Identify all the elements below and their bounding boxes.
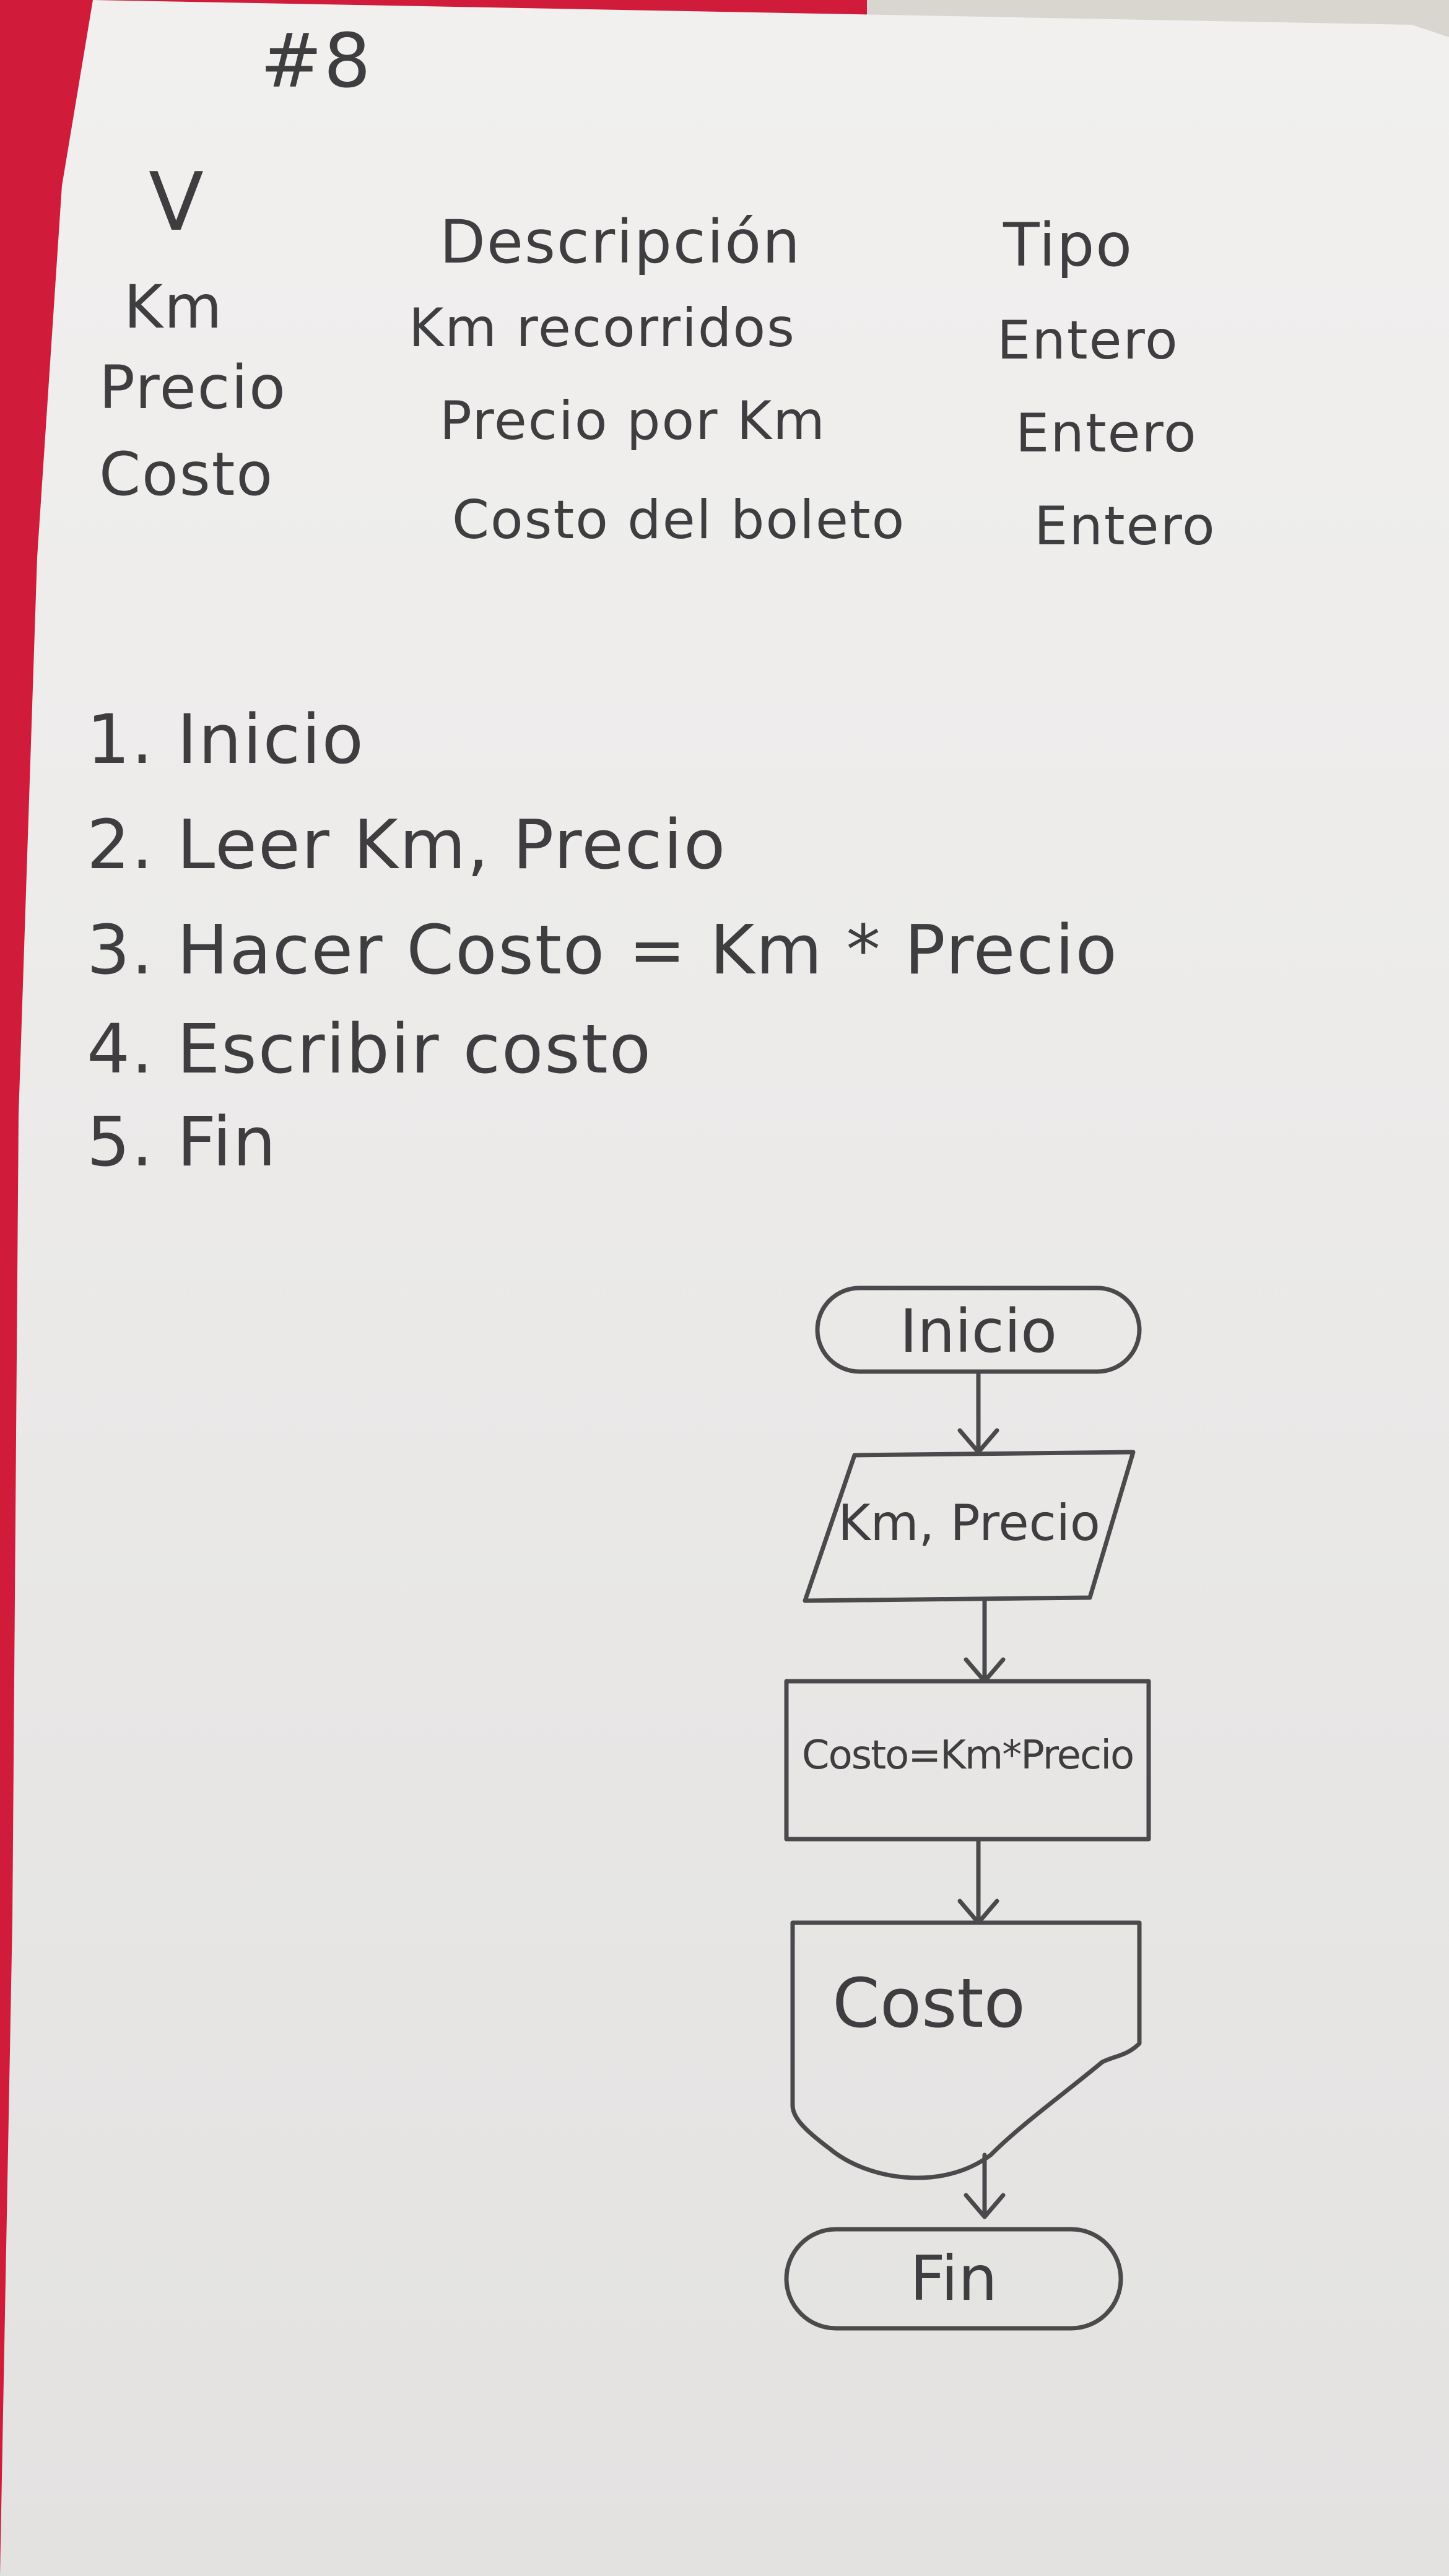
table-header-variable: V	[149, 155, 205, 249]
flowchart-output-label: Costo	[832, 1964, 1025, 2043]
flowchart-process-box	[784, 1679, 1151, 1842]
flowchart-input-label: Km, Precio	[838, 1494, 1100, 1552]
algorithm-step: 4. Escribir costo	[87, 1009, 653, 1089]
flowchart-start-label: Inicio	[899, 1297, 1057, 1366]
table-cell-type: Entero	[1034, 495, 1216, 557]
table-cell-type: Entero	[997, 310, 1179, 372]
table-cell-variable: Km	[124, 272, 224, 342]
algorithm-step: 5. Fin	[87, 1102, 277, 1181]
table-header-description: Descripción	[440, 207, 801, 277]
table-cell-description: Km recorridos	[409, 297, 796, 359]
table-header-type: Tipo	[1003, 211, 1134, 280]
table-cell-variable: Costo	[99, 440, 274, 509]
flowchart-end-label: Fin	[910, 2242, 998, 2315]
flowchart-end-terminator	[784, 2227, 1123, 2331]
algorithm-step: 1. Inicio	[87, 700, 365, 779]
table-cell-type: Entero	[1016, 402, 1198, 464]
algorithm-step: 3. Hacer Costo = Km * Precio	[87, 910, 1118, 990]
table-cell-description: Costo del boleto	[452, 489, 906, 551]
page-title: #8	[260, 19, 372, 105]
flowchart-output-document	[790, 1920, 1142, 2180]
flowchart-input-parallelogram	[803, 1450, 1136, 1603]
flowchart-process-label: Costo=Km*Precio	[801, 1733, 1134, 1778]
algorithm-step: 2. Leer Km, Precio	[87, 805, 727, 884]
flowchart-arrowhead	[964, 2193, 1006, 2219]
table-cell-variable: Precio	[99, 353, 287, 422]
table-cell-description: Precio por Km	[440, 390, 826, 452]
